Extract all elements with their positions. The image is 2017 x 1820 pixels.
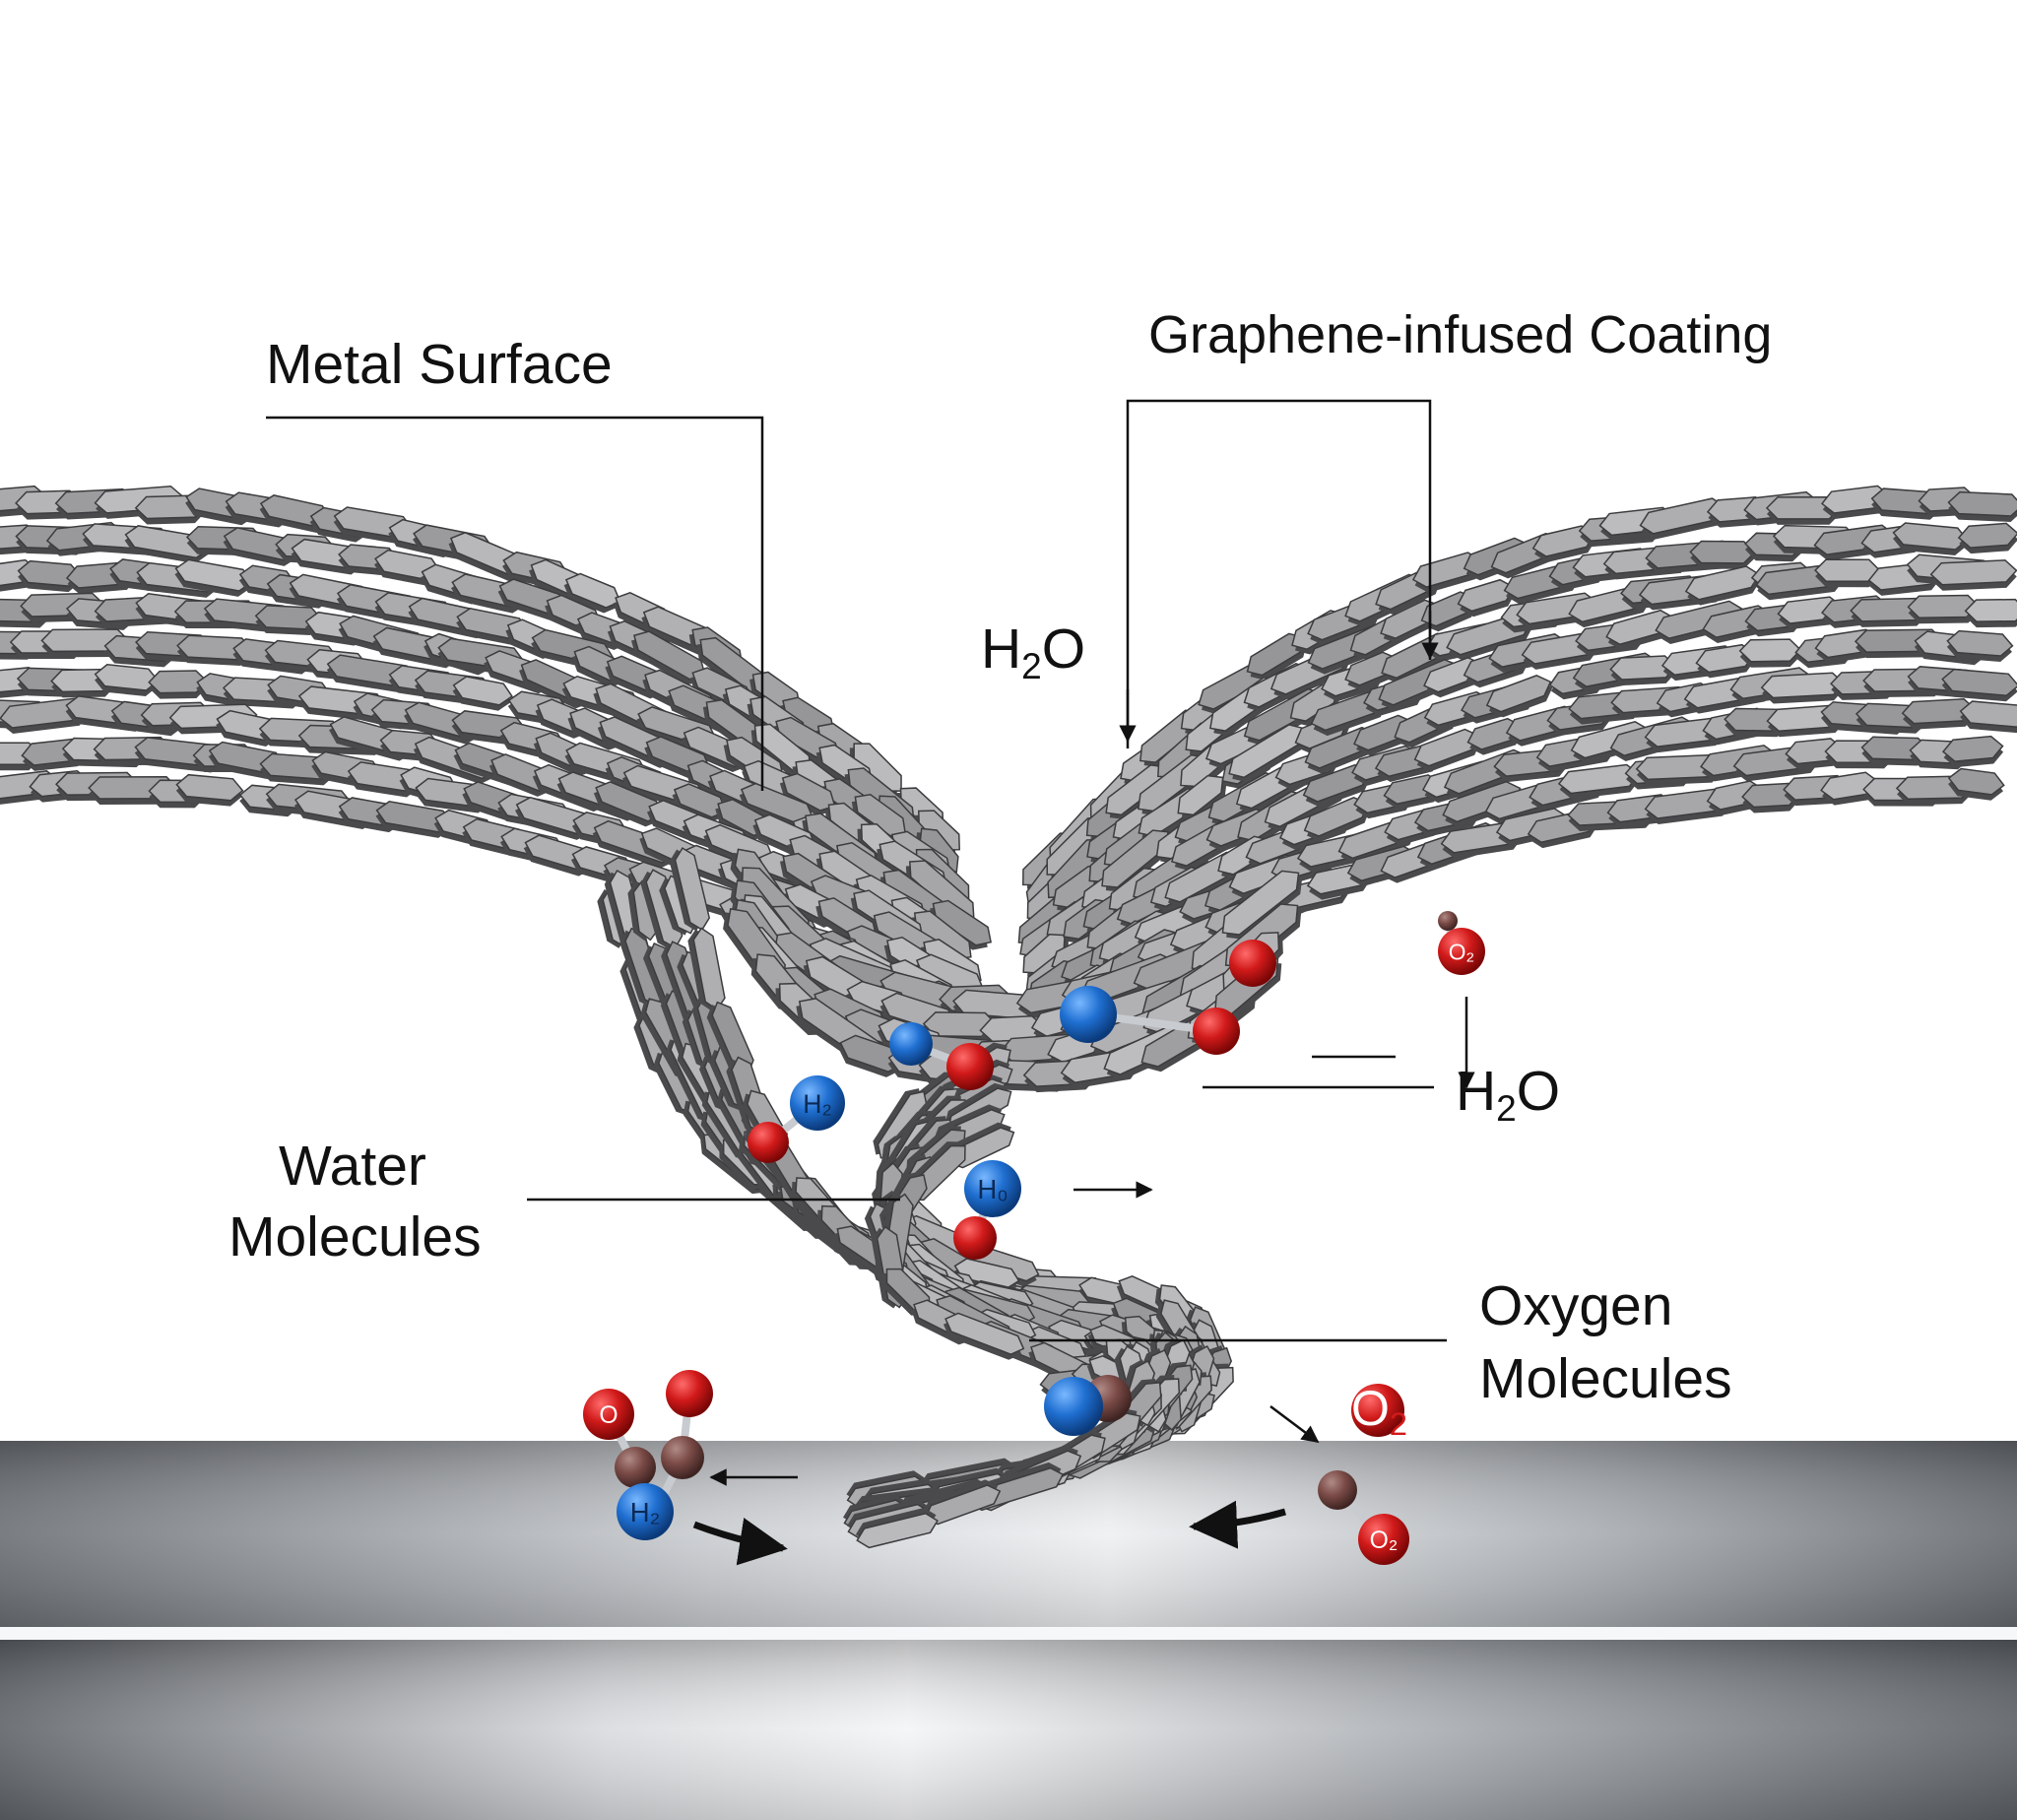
graphene-flake	[148, 670, 209, 699]
graphene-flake	[1485, 675, 1553, 718]
graphene-flake	[1957, 522, 2017, 554]
graphene-flake	[855, 1507, 939, 1549]
curved-arrow-left	[692, 1518, 788, 1566]
oxygen-atom	[748, 1122, 789, 1163]
graphene-flake	[1765, 496, 1842, 525]
graphene-flake	[1814, 558, 1881, 588]
graphene-flake	[1221, 870, 1303, 940]
graphene-flake	[1609, 655, 1677, 686]
h2o-h: H	[981, 618, 1022, 681]
graphene-flake	[1689, 540, 1756, 569]
hydrogen-atom	[617, 1483, 674, 1540]
o2-sub: 2	[1389, 1405, 1407, 1442]
graphene-flake	[1901, 698, 1977, 730]
oxygen-atom	[1229, 940, 1276, 987]
metal-surface-label: Metal Surface	[266, 333, 613, 396]
graphene-flake	[1929, 559, 2017, 591]
carbon-atom	[1438, 911, 1458, 931]
graphene-flake	[1964, 598, 2017, 628]
graphene-flake	[1101, 829, 1172, 892]
h2o-right-label: H2O	[1456, 1058, 1560, 1131]
oxygen-atom	[666, 1370, 713, 1417]
oxygen-atom-top	[1438, 928, 1485, 975]
h2o-sub: 2	[1496, 1087, 1517, 1130]
graphene-flake	[17, 559, 83, 593]
molecules: O₂ H₂ H₀ O H₂ O₂	[583, 911, 1485, 1565]
oxygen-atom-bottom	[1358, 1514, 1409, 1565]
oxygen-atom-left-label: O	[599, 1402, 618, 1429]
oxygen-molecules-label-line2: Molecules	[1479, 1347, 1732, 1410]
hydrogen-atom-label: H₂	[630, 1497, 661, 1528]
hydrogen-atom	[964, 1160, 1021, 1217]
graphene-flake	[375, 801, 453, 838]
oxygen-atom-free	[1351, 1384, 1404, 1437]
graphene-flake	[1850, 597, 1928, 627]
graphene-flake	[943, 1312, 1025, 1360]
oxygen-atom	[953, 1216, 997, 1260]
graphene-flake	[176, 634, 254, 666]
oxygen-atom	[946, 1043, 994, 1090]
carbon-atom	[615, 1447, 656, 1488]
graphene-flake	[254, 605, 323, 635]
leader-lines	[266, 399, 1475, 1566]
graphene-flake	[1947, 767, 2005, 801]
h2o-o: O	[1516, 1060, 1561, 1123]
graphene-flake	[1738, 638, 1802, 668]
hydrogen-atom-label: H₂	[803, 1089, 832, 1119]
metal-surface-leader	[266, 416, 764, 791]
hydrogen-atom	[1044, 1377, 1103, 1436]
oxygen-atom-bottom-label: O₂	[1370, 1528, 1399, 1554]
carbon-atom	[661, 1436, 704, 1479]
graphene-flake	[1892, 522, 1969, 555]
hydrogen-atom	[889, 1022, 933, 1066]
h2o-top-label: H2O	[981, 616, 1085, 688]
metal-plate	[0, 1441, 2017, 1820]
graphene-flake	[452, 676, 513, 711]
graphene-flake	[1941, 735, 2004, 768]
hydrogen-atom	[790, 1075, 845, 1131]
water-molecules-label-line1: Water	[279, 1135, 426, 1198]
curved-arrow-right	[1189, 1500, 1286, 1549]
o2-diag-arrow	[1269, 1405, 1320, 1444]
coating-leader	[1126, 399, 1432, 748]
graphene-flake	[1946, 629, 2014, 662]
graphene-flake	[1557, 763, 1641, 800]
graphene-flake	[1820, 771, 1879, 806]
graphene-flake	[1760, 672, 1846, 704]
carbon-atom	[1318, 1470, 1357, 1510]
o2-o: O	[1351, 1381, 1390, 1436]
h2o-h: H	[1456, 1060, 1497, 1123]
h2o-o: O	[1041, 618, 1086, 681]
oxygen-atom	[1193, 1008, 1240, 1055]
hydrogen-atom-label: H₀	[977, 1174, 1008, 1204]
oxygen-atom-top-label: O₂	[1449, 939, 1475, 964]
oxygen-atom-left	[583, 1389, 634, 1440]
o2-free-label: O2	[1351, 1379, 1407, 1444]
graphene-coating-label: Graphene-infused Coating	[1148, 305, 1773, 364]
h2o-sub: 2	[1021, 645, 1042, 687]
graphene-flake	[1941, 668, 2017, 702]
water-molecules-label-line2: Molecules	[228, 1205, 482, 1268]
graphene-flake	[1947, 490, 2017, 522]
graphene-flake	[175, 773, 244, 807]
hydrogen-atom	[1060, 986, 1117, 1043]
oxygen-molecules-label-line1: Oxygen	[1479, 1274, 1673, 1337]
graphene-flake	[1959, 700, 2017, 734]
graphene-flake	[94, 663, 160, 697]
